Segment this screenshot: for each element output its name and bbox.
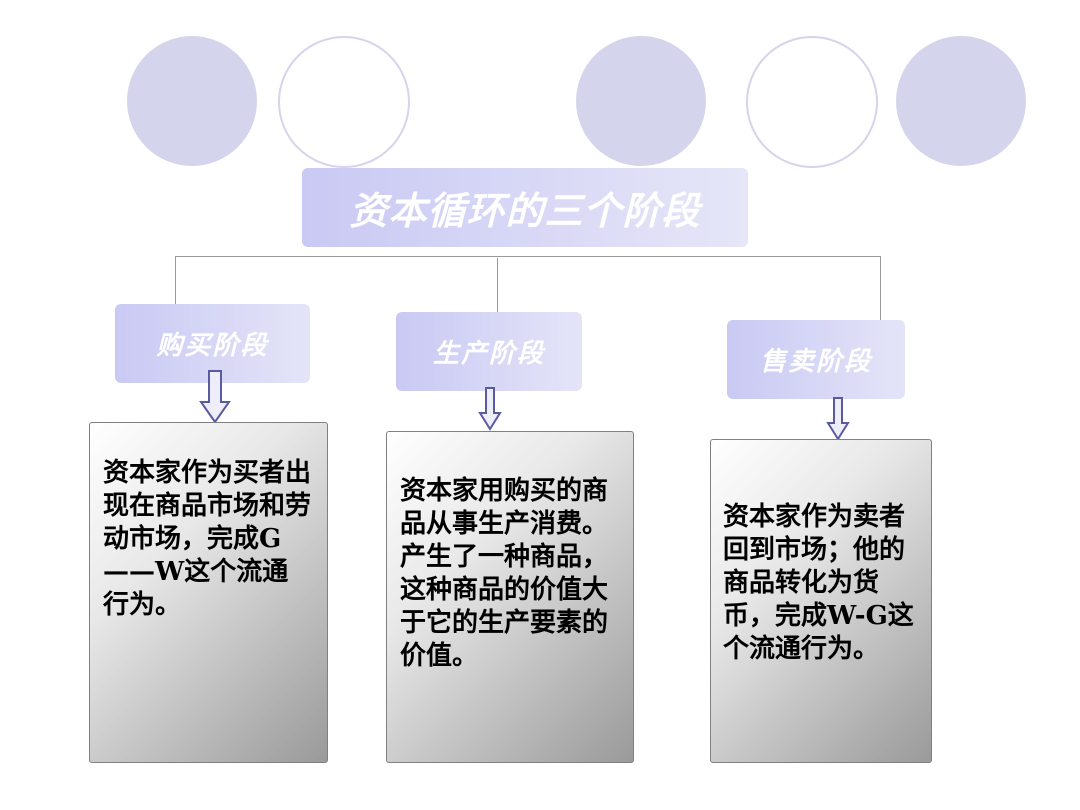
stage-description-purchase: 资本家作为买者出现在商品市场和劳动市场，完成G——W这个流通行为。 <box>89 422 328 763</box>
diagram-title: 资本循环的三个阶段 <box>302 168 748 247</box>
stage-description-production: 资本家用购买的商品从事生产消费。产生了一种商品，这种商品的价值大于它的生产要素的… <box>386 431 634 763</box>
decorative-circle-5 <box>896 36 1026 166</box>
decorative-circle-1 <box>127 36 257 166</box>
stage-box-production: 生产阶段 <box>396 312 582 391</box>
stage-box-purchase: 购买阶段 <box>115 304 310 383</box>
connector-left <box>175 256 176 304</box>
decorative-circle-3 <box>576 36 706 166</box>
connector-center <box>497 258 498 312</box>
stage-box-sales: 售卖阶段 <box>727 320 905 399</box>
decorative-circle-2 <box>278 36 410 168</box>
stage-description-sales: 资本家作为卖者回到市场；他的商品转化为货币，完成W-G这个流通行为。 <box>710 439 932 763</box>
down-arrow-icon <box>826 397 850 441</box>
connector-right <box>880 256 881 320</box>
decorative-circle-4 <box>746 36 878 168</box>
down-arrow-icon <box>478 387 502 431</box>
down-arrow-icon <box>199 370 231 424</box>
connector-horizontal <box>175 256 881 257</box>
